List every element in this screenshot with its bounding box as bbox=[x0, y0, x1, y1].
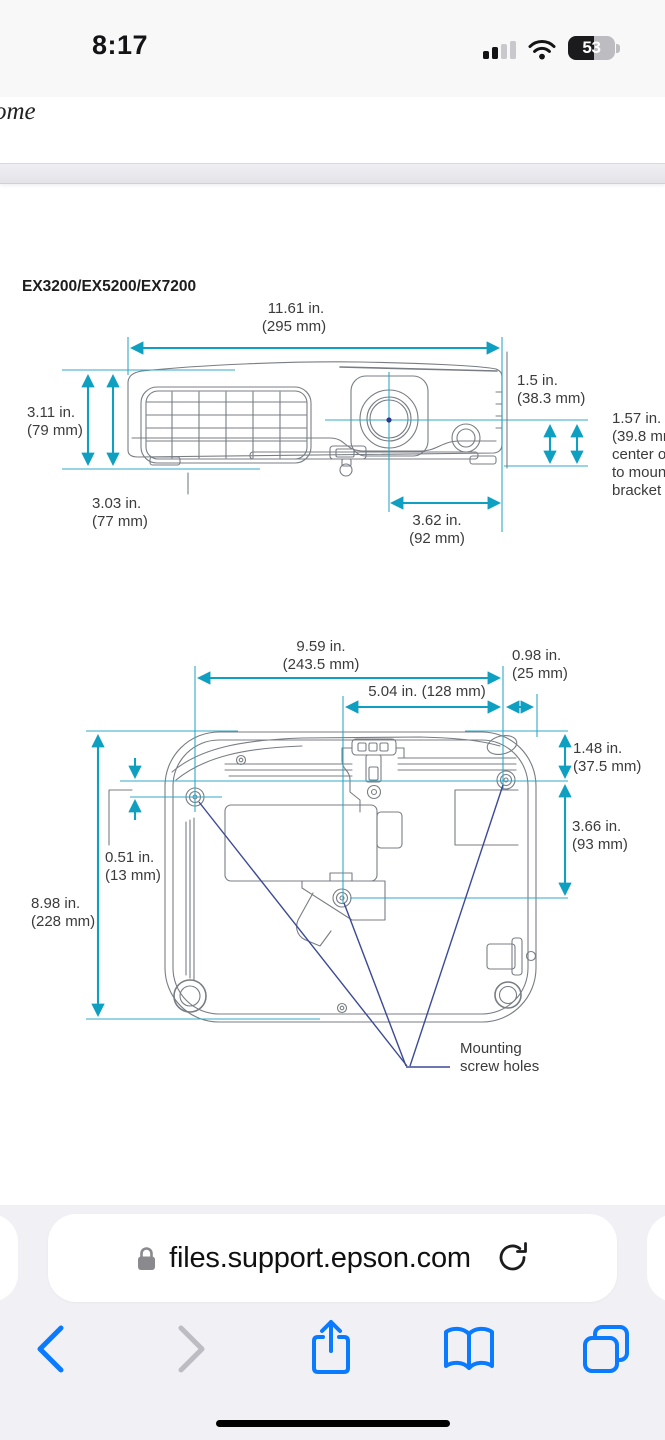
forward-icon bbox=[178, 1325, 205, 1373]
back-button[interactable] bbox=[30, 1321, 72, 1377]
front-width-mm: (295 mm) bbox=[262, 318, 326, 335]
page-header-remnant: ome bbox=[0, 97, 665, 163]
share-button[interactable] bbox=[306, 1317, 356, 1377]
clock: 8:17 bbox=[92, 30, 149, 60]
front-top-in: 1.5 in. bbox=[517, 372, 558, 389]
forward-button[interactable] bbox=[170, 1321, 212, 1377]
status-icons: 53 bbox=[483, 36, 620, 60]
breadcrumb-partial-link[interactable]: ome bbox=[0, 98, 36, 125]
front-height-mm: (79 mm) bbox=[27, 422, 83, 439]
front-height2-in: 3.03 in. bbox=[92, 495, 141, 512]
bottom-front-mm: (37.5 mm) bbox=[573, 758, 641, 775]
reload-icon bbox=[499, 1242, 527, 1271]
home-indicator[interactable] bbox=[216, 1420, 450, 1427]
bookmarks-icon bbox=[444, 1326, 494, 1370]
bottom-center-span: 5.04 in. (128 mm) bbox=[368, 683, 486, 700]
reload-button[interactable] bbox=[497, 1241, 529, 1275]
share-icon bbox=[312, 1320, 350, 1374]
address-bar[interactable]: files.support.epson.com bbox=[48, 1214, 617, 1302]
model-title: EX3200/EX5200/EX7200 bbox=[22, 278, 196, 295]
safari-bottom-chrome: files.support.epson.com bbox=[0, 1205, 665, 1440]
tabs-icon bbox=[583, 1325, 629, 1373]
bracket-note-3: center of bbox=[612, 446, 665, 463]
front-height2-mm: (77 mm) bbox=[92, 513, 148, 530]
bottom-width-mm: (228 mm) bbox=[31, 913, 95, 930]
battery-percent: 53 bbox=[582, 38, 601, 57]
bottom-edge-in: 0.98 in. bbox=[512, 647, 561, 664]
cellular-signal-icon bbox=[483, 40, 516, 60]
viewer-divider bbox=[0, 163, 665, 184]
bookmarks-button[interactable] bbox=[442, 1325, 496, 1373]
front-view-drawing: 11.61 in. (295 mm) 3.11 in. (79 mm) 3.03… bbox=[27, 300, 665, 547]
bracket-note-1: 1.57 in. bbox=[612, 410, 661, 427]
front-height-in: 3.11 in. bbox=[27, 404, 75, 421]
bottom-front-in: 1.48 in. bbox=[573, 740, 622, 757]
front-top-mm: (38.3 mm) bbox=[517, 390, 585, 407]
wifi-icon bbox=[528, 39, 556, 60]
bracket-note-4: to mount bbox=[612, 464, 665, 481]
bottom-hole-mm: (93 mm) bbox=[572, 836, 628, 853]
tabs-button[interactable] bbox=[580, 1323, 632, 1375]
bottom-length-mm: (243.5 mm) bbox=[283, 656, 360, 673]
bottom-length-in: 9.59 in. bbox=[296, 638, 345, 655]
url-text: files.support.epson.com bbox=[169, 1241, 471, 1274]
safari-toolbar bbox=[0, 1317, 665, 1387]
bottom-view-drawing: 9.59 in. (243.5 mm) 0.98 in. (25 mm) 5.0… bbox=[31, 638, 641, 1075]
pdf-page: EX3200/EX5200/EX7200 bbox=[22, 278, 665, 1075]
bottom-hole-in: 3.66 in. bbox=[572, 818, 621, 835]
bracket-note-5: bracket ho bbox=[612, 482, 665, 499]
front-lens-in: 3.62 in. bbox=[412, 512, 461, 529]
mounting-callout-2: screw holes bbox=[460, 1058, 539, 1075]
front-width-in: 11.61 in. bbox=[268, 300, 324, 317]
bracket-note-2: (39.8 mm bbox=[612, 428, 665, 445]
status-bar: 8:17 53 bbox=[0, 0, 665, 97]
bottom-width-in: 8.98 in. bbox=[31, 895, 80, 912]
back-icon bbox=[37, 1325, 64, 1373]
bottom-side-in: 0.51 in. bbox=[105, 849, 154, 866]
previous-tab-peek[interactable] bbox=[0, 1214, 18, 1302]
mounting-callout-1: Mounting bbox=[460, 1040, 522, 1057]
bottom-side-mm: (13 mm) bbox=[105, 867, 161, 884]
front-lens-mm: (92 mm) bbox=[409, 530, 465, 547]
lock-icon bbox=[138, 1246, 156, 1270]
bottom-edge-mm: (25 mm) bbox=[512, 665, 568, 682]
battery-icon: 53 bbox=[568, 36, 620, 60]
next-tab-peek[interactable] bbox=[647, 1214, 665, 1302]
